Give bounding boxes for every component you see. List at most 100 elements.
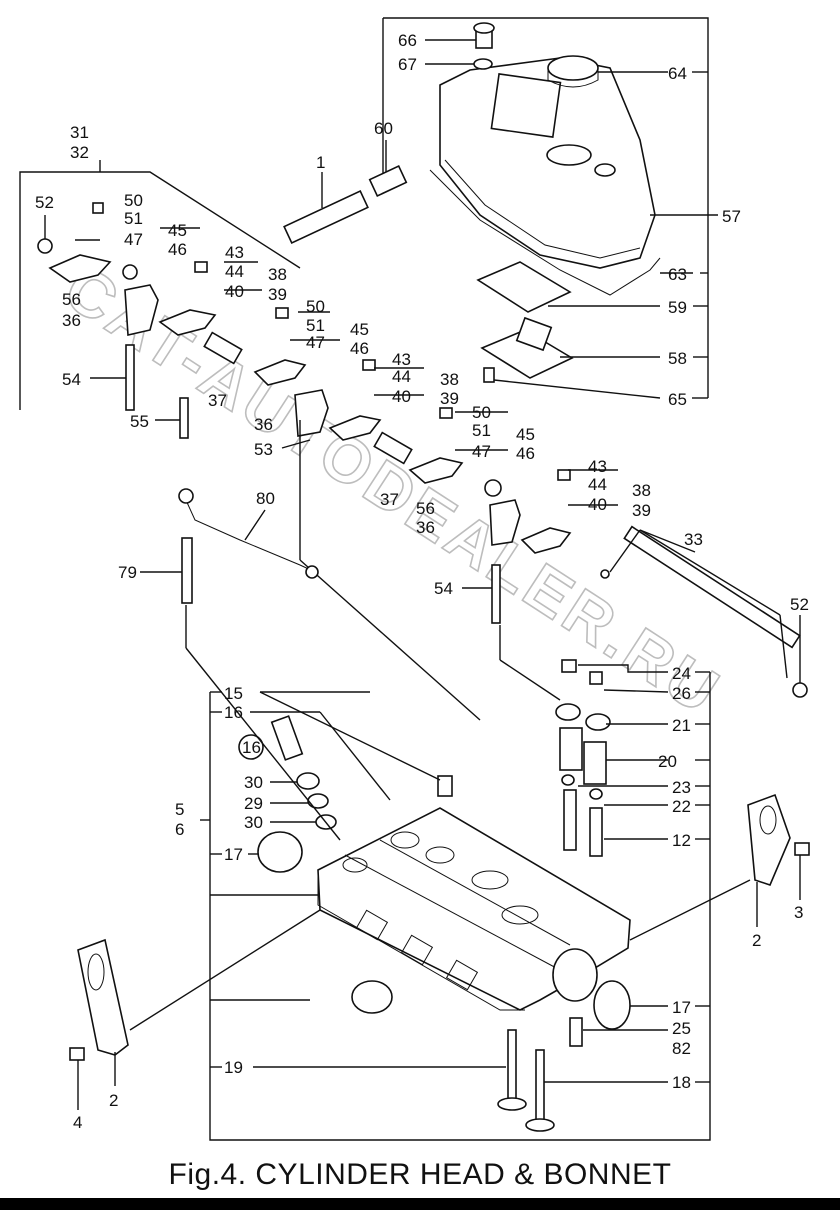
callout: 39 [440, 389, 459, 408]
callout: 5 [175, 800, 184, 819]
cylinder-head-group [69, 488, 810, 1141]
callout: 26 [672, 684, 691, 703]
callout: 38 [268, 265, 287, 284]
oil-filler-cap [547, 55, 599, 81]
callout: 44 [588, 475, 607, 494]
intake-valve [507, 1029, 517, 1103]
callout: 17 [672, 998, 691, 1017]
callout: 31 [70, 123, 89, 142]
callout-labels: 66 67 64 60 57 63 59 58 65 1 31 32 52 50… [35, 31, 809, 1132]
callout: 50 [124, 191, 143, 210]
callout: 19 [224, 1058, 243, 1077]
callout: 45 [168, 221, 187, 240]
bracket-bolt-right [794, 842, 810, 856]
callout: 39 [268, 285, 287, 304]
callout: 43 [392, 350, 411, 369]
callout: 1 [316, 153, 325, 172]
callout: 30 [244, 773, 263, 792]
callout: 36 [416, 518, 435, 537]
callout: 30 [244, 813, 263, 832]
callout: 40 [392, 387, 411, 406]
callout: 56 [62, 290, 81, 309]
callout: 16 [242, 738, 261, 757]
callout: 50 [306, 297, 325, 316]
callout: 2 [109, 1091, 118, 1110]
callout: 47 [472, 442, 491, 461]
callout: 54 [62, 370, 81, 389]
callout: 16 [224, 703, 243, 722]
callout: 43 [225, 243, 244, 262]
callout: 15 [224, 684, 243, 703]
callout: 33 [684, 530, 703, 549]
callout: 56 [416, 499, 435, 518]
callout: 55 [130, 412, 149, 431]
callout: 79 [118, 563, 137, 582]
callout: 66 [398, 31, 417, 50]
callout: 23 [672, 778, 691, 797]
callout: 17 [224, 845, 243, 864]
sealing-cap [257, 831, 303, 873]
callout: 43 [588, 457, 607, 476]
baffle-screw [483, 367, 495, 383]
callout: 45 [350, 320, 369, 339]
callout: 40 [588, 495, 607, 514]
callout: 29 [244, 794, 263, 813]
valve-spring [559, 727, 583, 771]
callout: 4 [73, 1113, 82, 1132]
nozzle [270, 715, 304, 761]
lifting-bracket-left [77, 938, 129, 1056]
callout: 12 [672, 831, 691, 850]
callout: 22 [672, 797, 691, 816]
callout: 45 [516, 425, 535, 444]
callout: 46 [516, 444, 535, 463]
callout: 51 [124, 209, 143, 228]
glow-plug-lead [184, 497, 316, 573]
callout: 21 [672, 716, 691, 735]
callout: 52 [35, 193, 54, 212]
callout: 44 [392, 367, 411, 386]
callout: 60 [374, 119, 393, 138]
plug-left [37, 238, 53, 254]
exhaust-valve [535, 1049, 545, 1123]
callout: 3 [794, 903, 803, 922]
stud [125, 344, 135, 411]
sleeve [368, 165, 408, 197]
callout: 18 [672, 1073, 691, 1092]
callout: 50 [472, 403, 491, 422]
rocker-spring [203, 331, 243, 365]
callout: 44 [225, 262, 244, 281]
callout: 67 [398, 55, 417, 74]
callout: 51 [472, 421, 491, 440]
callout: 36 [62, 311, 81, 330]
callout: 52 [790, 595, 809, 614]
callout: 25 [672, 1019, 691, 1038]
plug-right [792, 682, 808, 698]
callout: 20 [658, 752, 677, 771]
callout: 63 [668, 265, 687, 284]
callout: 80 [256, 489, 275, 508]
callout: 37 [208, 391, 227, 410]
breather-gasket [476, 261, 572, 313]
callout: 59 [668, 298, 687, 317]
callout: 57 [722, 207, 741, 226]
callout: 54 [434, 579, 453, 598]
callout: 40 [225, 282, 244, 301]
callout: 47 [124, 230, 143, 249]
bottom-border [0, 1198, 840, 1210]
callout: 39 [632, 501, 651, 520]
callout: 38 [440, 370, 459, 389]
figure-caption: Fig.4. CYLINDER HEAD & BONNET [168, 1158, 672, 1191]
bonnet-gasket [429, 169, 661, 296]
callout: 47 [306, 333, 325, 352]
callout: 24 [672, 664, 691, 683]
callout: 38 [632, 481, 651, 500]
callout: 82 [672, 1039, 691, 1058]
callout: 64 [668, 64, 687, 83]
rocker-arm-group [19, 160, 808, 721]
callout: 32 [70, 143, 89, 162]
callout: 6 [175, 820, 184, 839]
callout: 36 [254, 415, 273, 434]
bonnet-washer [473, 58, 493, 70]
callout: 65 [668, 390, 687, 409]
bracket-bolt-left [69, 1047, 85, 1061]
